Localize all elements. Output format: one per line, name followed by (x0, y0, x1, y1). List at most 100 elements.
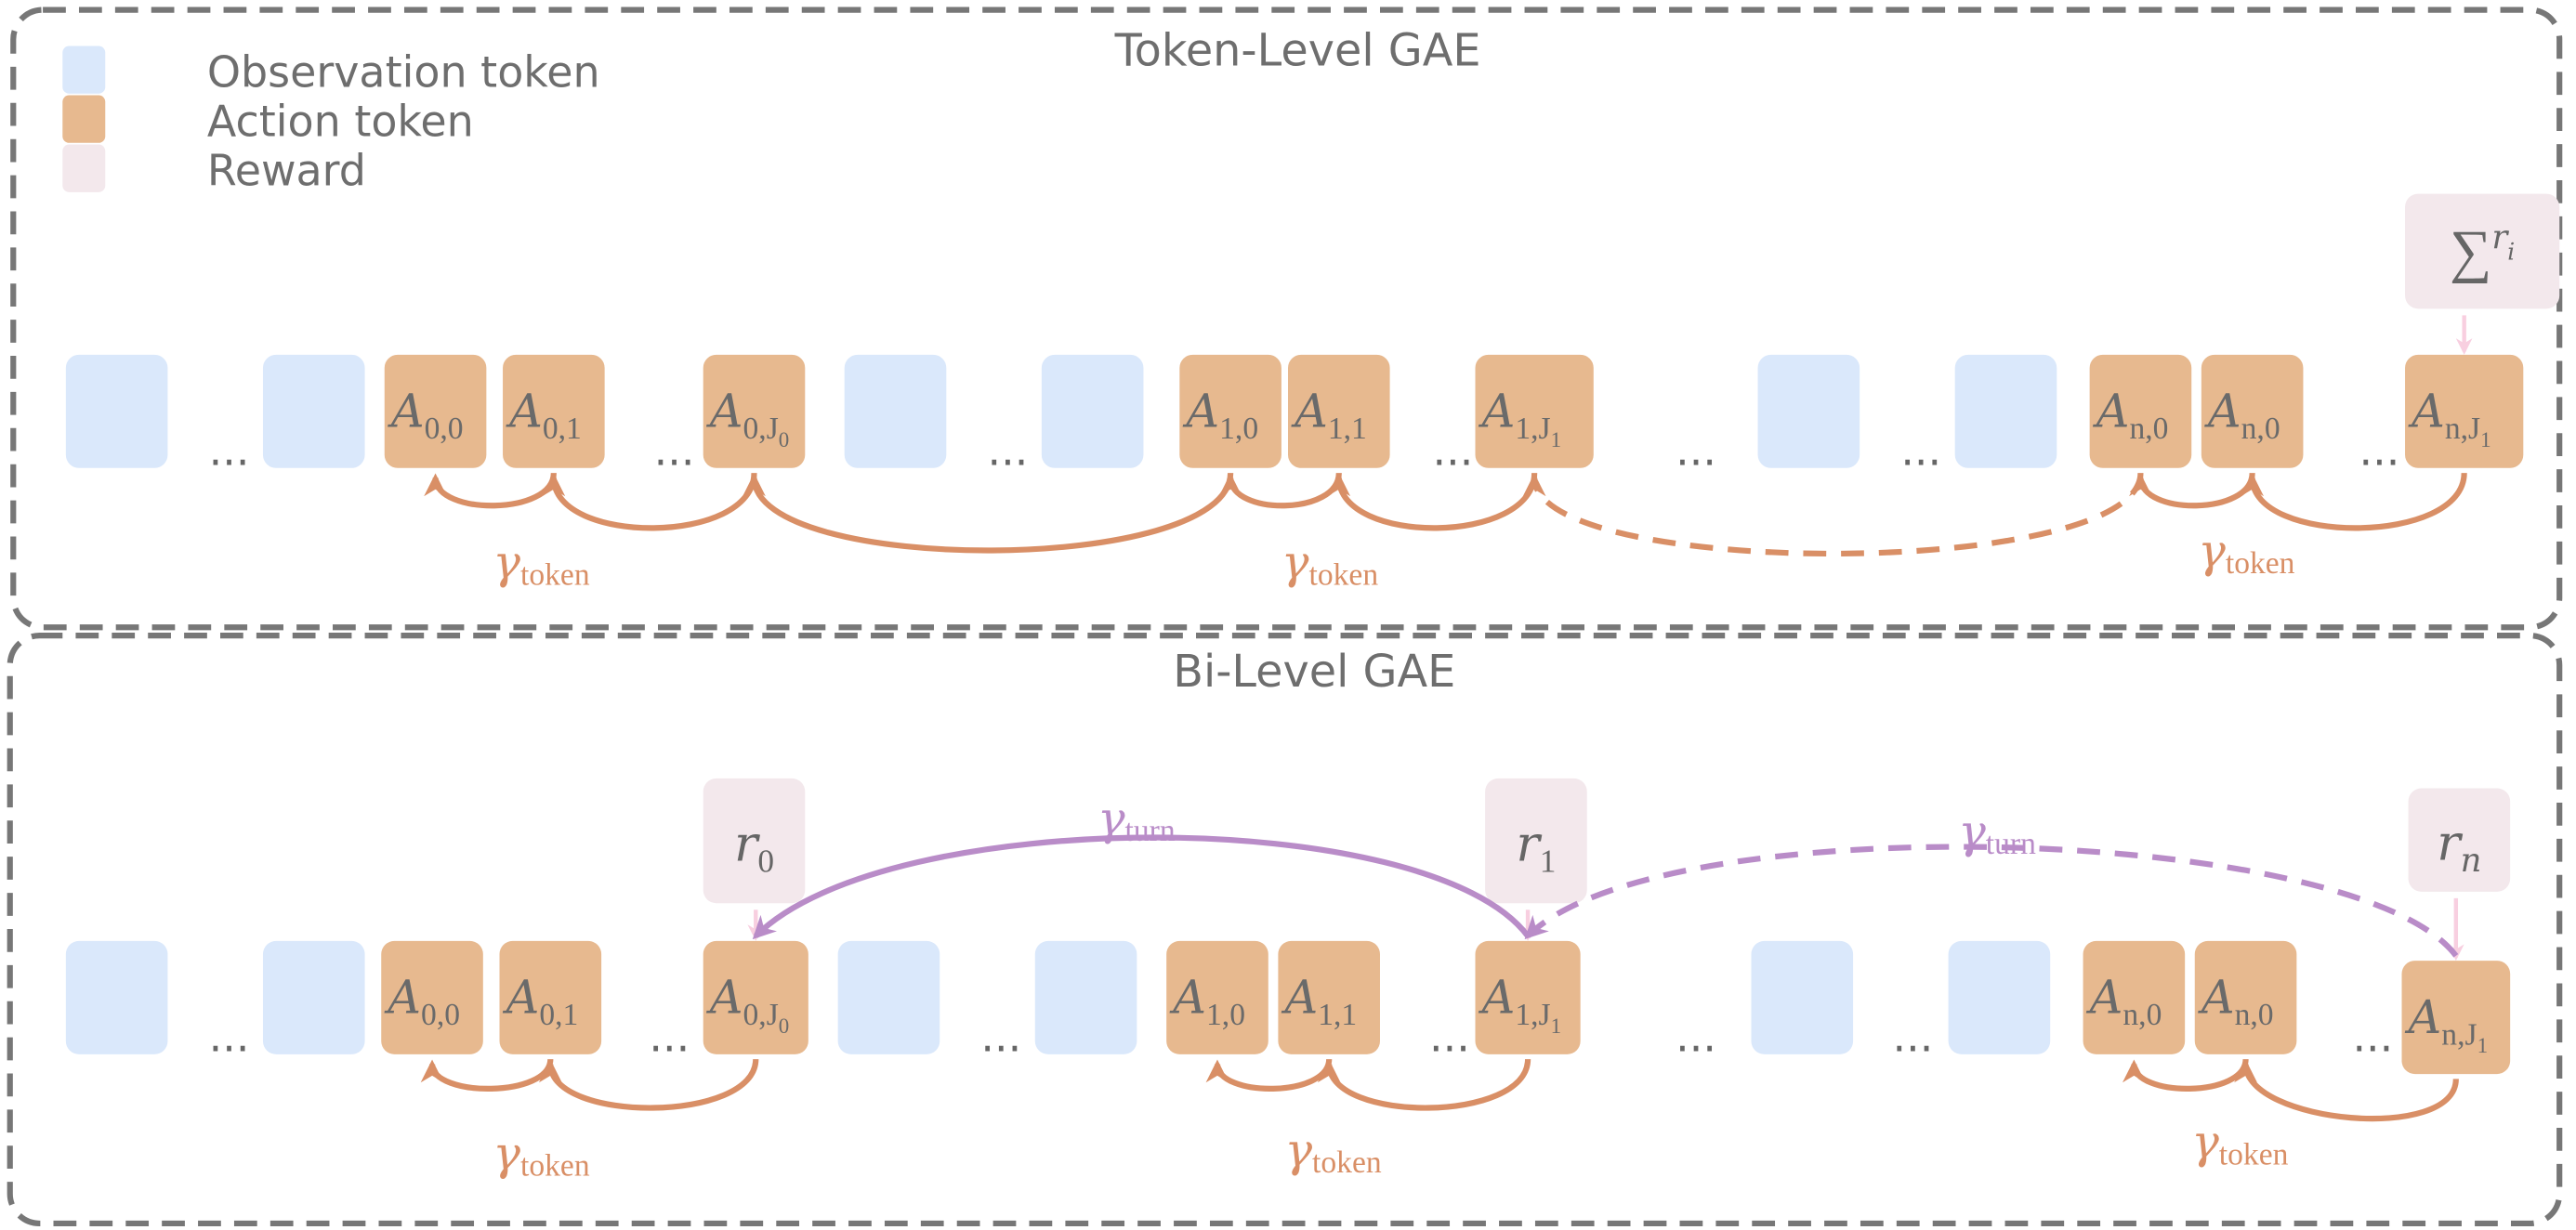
advantage-sub-subscript: 1 (2480, 428, 2491, 451)
observation-token-box (837, 940, 940, 1054)
observation-token-box (262, 354, 365, 468)
gamma-subscript: token (520, 557, 590, 592)
action-token: A1,J1 (1475, 940, 1581, 1054)
turn-discount-arrow (752, 834, 1531, 940)
ellipsis: ... (209, 425, 250, 475)
advantage-subscript: 1,0 (1219, 412, 1258, 446)
legend-swatch-reward (62, 144, 106, 192)
legend-label-reward: Reward (207, 146, 366, 196)
gamma-subscript: token (2219, 1137, 2289, 1171)
observation-token (837, 940, 940, 1054)
advantage-subscript: n,0 (2123, 998, 2162, 1032)
action-token: An,0 (2089, 354, 2192, 468)
advantage-label: An,0 (2198, 971, 2274, 1032)
action-token: A0,1 (499, 940, 602, 1054)
ellipsis: ... (1429, 1011, 1470, 1061)
action-token: A0,0 (381, 940, 483, 1054)
advantage-sub-subscript: 1 (1551, 428, 1561, 451)
action-token-box (1166, 940, 1268, 1054)
reward-subscript: 0 (757, 843, 774, 880)
advantage-label: A0,0 (384, 971, 460, 1032)
legend-label-observation: Observation token (207, 47, 600, 98)
gamma-subscript: token (1309, 557, 1379, 592)
advantage-subscript: n,0 (2241, 412, 2280, 446)
advantage-label: A0,1 (503, 971, 579, 1032)
token-discount-arrow (2241, 472, 2467, 531)
advantage-label: A1,J1 (1479, 385, 1562, 451)
advantage-label: A0,0 (388, 385, 464, 446)
panel-title: Bi-Level GAE (1173, 647, 1455, 698)
advantage-symbol: A (1479, 385, 1516, 438)
reward-symbol: r (2491, 218, 2509, 256)
token-discount-arrow (2123, 1058, 2249, 1092)
reward-symbol: r (734, 815, 760, 872)
observation-token (1948, 940, 2051, 1054)
advantage-subscript: n,J (2441, 1017, 2477, 1052)
reward-box: rn (2408, 788, 2511, 892)
gamma-symbol: γ (1958, 805, 1986, 858)
reward-box-bg (703, 778, 806, 904)
advantage-symbol: A (706, 385, 743, 438)
advantage-subscript: 1,J (1515, 412, 1550, 446)
advantage-label: A0,1 (506, 385, 582, 446)
advantage-subscript: 0,0 (421, 998, 460, 1032)
observation-token-box (1751, 940, 1854, 1054)
advantage-sub-subscript: 1 (1551, 1014, 1561, 1038)
observation-token-box (1041, 354, 1144, 468)
gamma-symbol: γ (2191, 1115, 2219, 1169)
gamma-subscript: turn (1986, 827, 2036, 861)
token-level-panel-border (10, 7, 2563, 631)
observation-token (1751, 940, 1854, 1054)
action-token-box (2405, 354, 2524, 468)
advantage-label: A1,0 (1169, 971, 1245, 1032)
reward-symbol: r (2437, 814, 2463, 871)
action-token: A0,J0 (703, 354, 806, 468)
advantage-subscript: 0,J (743, 998, 779, 1032)
advantage-sub-subscript: 0 (779, 428, 789, 451)
advantage-subscript: 0,1 (539, 998, 578, 1032)
token-discount-arrow (420, 1058, 554, 1092)
action-token: A1,0 (1166, 940, 1268, 1054)
token-discount-arrow (539, 1058, 759, 1111)
token-discount-arrow (1317, 1058, 1531, 1111)
advantage-label: An,0 (2204, 385, 2280, 446)
gamma-subscript: token (1312, 1145, 1382, 1180)
reward-subscript: n (2461, 842, 2482, 880)
advantage-subscript: 1,1 (1328, 412, 1367, 446)
advantage-symbol: A (2408, 385, 2445, 438)
action-token: A0,0 (384, 354, 487, 468)
ellipsis: ... (988, 425, 1029, 475)
reward-box-bg (2405, 193, 2560, 309)
action-token: An,0 (2194, 940, 2297, 1054)
action-token-box (1278, 940, 1380, 1054)
action-token: An,J1 (2405, 354, 2524, 468)
reward-subscript: 1 (1540, 843, 1557, 880)
action-token: A1,1 (1278, 940, 1380, 1054)
token-discount-arrow (2129, 472, 2255, 509)
reward-box: ∑ri (2405, 193, 2560, 309)
action-token-box (2194, 940, 2297, 1054)
reward-label: rn (2437, 814, 2481, 879)
gamma-turn-label: γturn (1958, 805, 2036, 861)
action-token: A1,1 (1288, 354, 1390, 468)
advantage-symbol: A (506, 385, 543, 438)
advantage-symbol: A (503, 971, 540, 1025)
advantage-label: An,J1 (2405, 990, 2489, 1057)
action-token-box (1179, 354, 1281, 468)
token-discount-arrow (1218, 472, 1342, 509)
ellipsis: ... (1900, 425, 1941, 475)
token-discount-arrow (1327, 472, 1538, 531)
advantage-symbol: A (1479, 971, 1516, 1025)
gamma-symbol: γ (1281, 535, 1309, 589)
ellipsis: ... (980, 1011, 1021, 1061)
action-token-box (703, 940, 808, 1054)
advantage-symbol: A (384, 971, 421, 1025)
reward-label: r0 (734, 815, 774, 879)
advantage-subscript: 0,J (743, 412, 779, 446)
advantage-symbol: A (2204, 385, 2241, 438)
advantage-label: A1,1 (1291, 385, 1367, 446)
ellipsis: ... (1676, 1011, 1716, 1061)
